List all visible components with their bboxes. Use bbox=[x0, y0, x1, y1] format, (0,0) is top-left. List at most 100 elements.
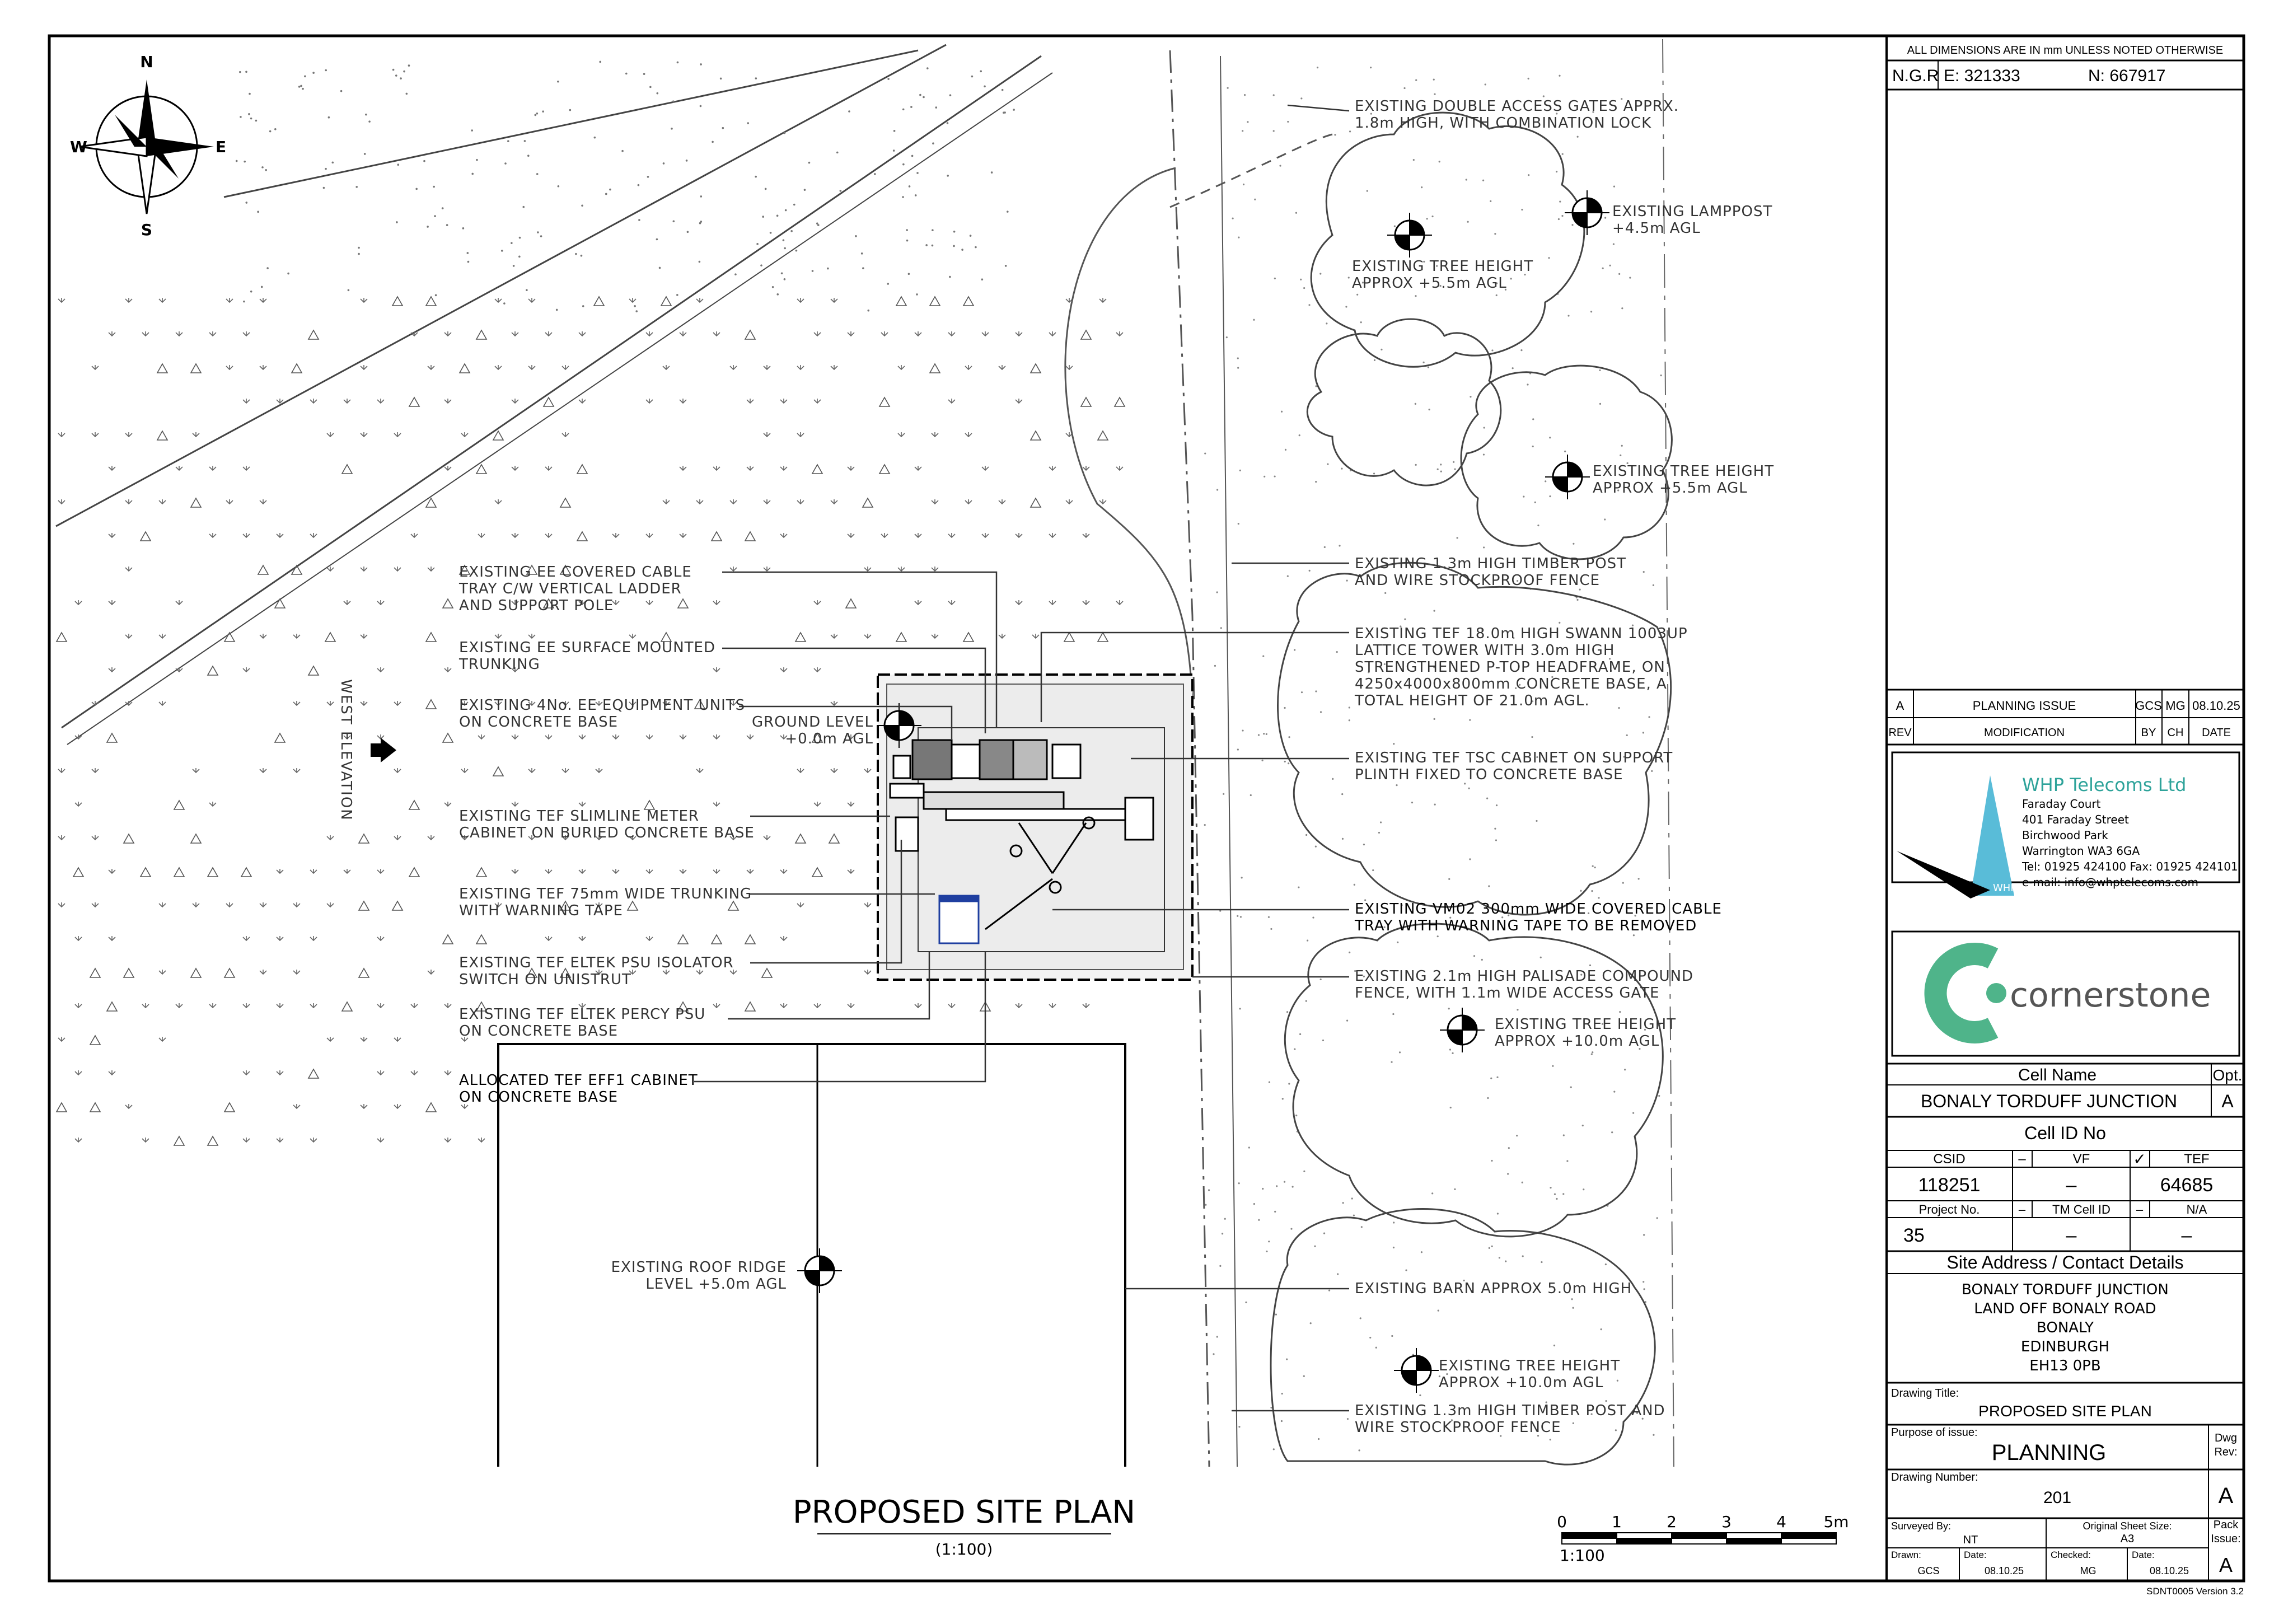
stipple-dot bbox=[1364, 899, 1367, 901]
stipple-dot bbox=[827, 267, 829, 270]
grass-mark bbox=[125, 701, 133, 706]
grass-mark bbox=[242, 1070, 250, 1076]
stockproof-fence bbox=[1220, 55, 1238, 1467]
stipple-dot bbox=[1284, 448, 1287, 451]
rubble-mark bbox=[962, 631, 975, 642]
vegetation-hatching bbox=[55, 296, 1126, 1146]
stipple-dot bbox=[855, 235, 857, 237]
stipple-dot bbox=[1502, 1027, 1504, 1029]
stipple-dot bbox=[1383, 926, 1386, 928]
grass-mark bbox=[629, 634, 637, 639]
stipple-dot bbox=[1467, 974, 1470, 976]
grass-mark bbox=[713, 869, 720, 874]
grass-mark bbox=[343, 600, 351, 606]
scale-tick: 3 bbox=[1721, 1513, 1732, 1531]
grass-mark bbox=[125, 432, 133, 438]
grass-mark bbox=[696, 970, 704, 975]
rubble-mark bbox=[408, 396, 420, 407]
grass-mark bbox=[74, 936, 82, 942]
stipple-dot bbox=[981, 278, 984, 281]
stipple-dot bbox=[1545, 480, 1547, 483]
stipple-dot bbox=[887, 283, 890, 285]
whp-logo: WHP bbox=[1897, 775, 2016, 898]
grass-mark bbox=[310, 399, 317, 404]
stipple-dot bbox=[476, 158, 478, 161]
annotation-line: EXISTING TEF 75mm WIDE TRUNKING bbox=[459, 886, 752, 902]
annotation-line: APPROX +10.0m AGL bbox=[1439, 1374, 1603, 1391]
annotation-line: +4.5m AGL bbox=[1612, 220, 1701, 237]
grass-mark bbox=[914, 466, 922, 471]
stipple-dot bbox=[1314, 1245, 1316, 1247]
stipple-dot bbox=[1521, 208, 1523, 211]
stipple-dot bbox=[1491, 349, 1494, 352]
gate-swing bbox=[1169, 133, 1333, 208]
stipple-dot bbox=[1482, 453, 1485, 456]
existing-barn bbox=[497, 1043, 1126, 1467]
grass-mark bbox=[175, 466, 183, 471]
stipple-dot bbox=[647, 176, 649, 178]
rubble-mark bbox=[526, 564, 538, 575]
annotation-line: STRENGTHENED P-TOP HEADFRAME, ON bbox=[1355, 659, 1665, 676]
stipple-dot bbox=[1498, 1257, 1501, 1259]
stipple-dot bbox=[536, 112, 539, 115]
project-value: 35 bbox=[1903, 1225, 1925, 1246]
level-marker-icon bbox=[1440, 1008, 1485, 1052]
grass-mark bbox=[125, 1104, 133, 1110]
grass-mark bbox=[662, 970, 670, 975]
grass-mark bbox=[1049, 600, 1056, 606]
stipple-dot bbox=[1579, 588, 1581, 591]
stipple-dot bbox=[1536, 820, 1538, 822]
grass-mark bbox=[713, 1003, 720, 1009]
stipple-dot bbox=[836, 151, 839, 154]
scale-segment bbox=[1781, 1538, 1837, 1545]
stipple-dot bbox=[1652, 584, 1655, 586]
grass-mark bbox=[578, 331, 586, 337]
annotation-line: EXISTING LAMPPOST bbox=[1612, 203, 1772, 220]
stipple-dot bbox=[1349, 130, 1351, 133]
grass-mark bbox=[713, 331, 720, 337]
stipple-dot bbox=[1398, 1051, 1401, 1054]
stipple-dot bbox=[1436, 468, 1439, 470]
grass-mark bbox=[259, 298, 267, 303]
stipple-dot bbox=[1237, 367, 1239, 369]
stipple-dot bbox=[1001, 88, 1004, 91]
rubble-mark bbox=[274, 598, 286, 609]
stipple-dot bbox=[1356, 293, 1359, 296]
annotation-line: EXISTING EE COVERED CABLE bbox=[459, 564, 692, 581]
stipple-dot bbox=[1237, 357, 1239, 359]
stipple-dot bbox=[522, 205, 525, 208]
cable-ladder bbox=[892, 755, 911, 779]
rubble-mark bbox=[559, 497, 572, 508]
company-address-line: 401 Faraday Street bbox=[2022, 813, 2129, 826]
rubble-mark bbox=[559, 900, 572, 911]
stipple-dot bbox=[1276, 1185, 1278, 1187]
stipple-dot bbox=[769, 232, 772, 234]
stipple-dot bbox=[1470, 396, 1472, 398]
stipple-dot bbox=[1280, 410, 1283, 413]
stipple-dot bbox=[1346, 1019, 1349, 1022]
compass-e: E bbox=[216, 138, 226, 156]
grass-mark bbox=[259, 768, 267, 774]
grass-mark bbox=[931, 634, 939, 639]
stipple-dot bbox=[1602, 267, 1604, 269]
stipple-dot bbox=[656, 238, 658, 241]
stipple-dot bbox=[287, 272, 289, 275]
drawing-number: 201 bbox=[2043, 1489, 2071, 1507]
company-address-line: Warrington WA3 6GA bbox=[2022, 844, 2140, 858]
stipple-dot bbox=[1274, 277, 1276, 279]
grass-mark bbox=[444, 399, 452, 404]
stipple-dot bbox=[557, 185, 560, 188]
stipple-dot bbox=[1501, 916, 1504, 919]
grass-mark bbox=[797, 768, 804, 774]
grass-mark bbox=[1049, 466, 1056, 471]
rubble-mark bbox=[677, 934, 689, 944]
rubble-mark bbox=[576, 531, 588, 541]
grass-mark bbox=[1065, 365, 1073, 371]
client-name: cornerstone bbox=[2010, 976, 2211, 1015]
stipple-dot bbox=[1307, 939, 1309, 942]
grass-mark bbox=[965, 499, 972, 505]
rubble-mark bbox=[542, 396, 555, 407]
